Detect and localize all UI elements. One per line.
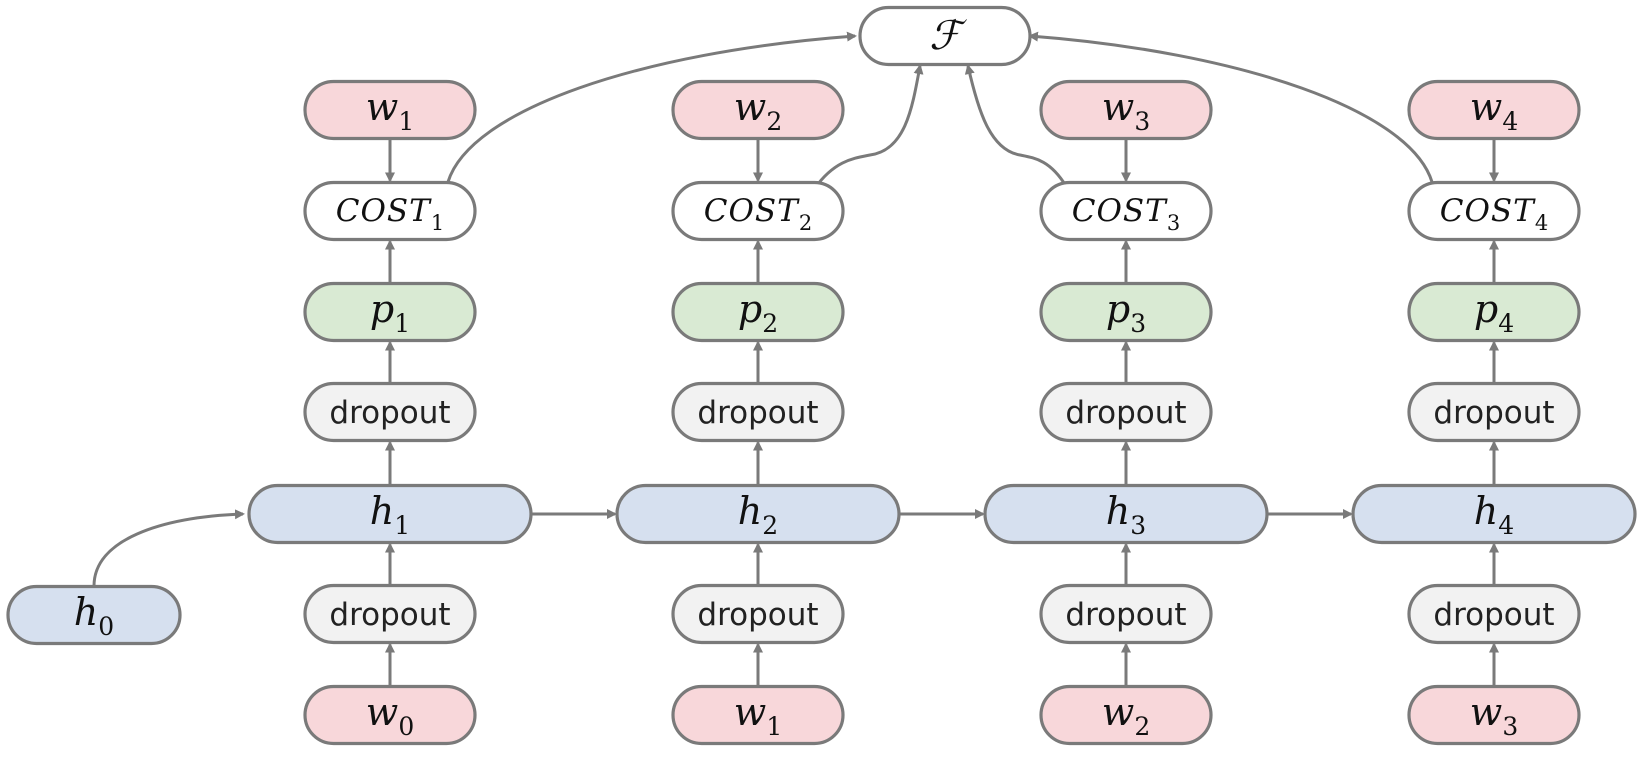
dropout-bottom-node-3-box [1039,583,1213,645]
dropout-top-node-4-box [1407,381,1581,443]
edge-cost-4-to-objective [1028,31,1434,183]
cost-node-3-label: COST3 [1072,193,1180,235]
dropout-top-node-1: dropout [303,381,477,443]
pred-node-4-box [1407,281,1581,343]
target-node-1-label: w1 [366,85,414,136]
edge-cost-2-to-objective [813,64,924,189]
input-node-1-box [303,684,477,746]
dropout-top-node-4-label: dropout [1433,395,1554,431]
input-node-3: w2 [1039,684,1213,746]
dropout-bottom-node-3-label: dropout [1065,597,1186,633]
target-node-3-label: w3 [1102,85,1150,136]
pred-node-1-label: p1 [370,287,410,338]
target-node-1: w1 [303,79,477,141]
dropout-bottom-node-2-label: dropout [697,597,818,633]
dropout-bottom-node-2: dropout [671,583,845,645]
h0-node-label: h0 [74,590,114,641]
cost-node-4-label: COST4 [1440,193,1548,235]
hidden-node-4: h4 [1351,483,1637,545]
hidden-node-2: h2 [615,483,901,545]
dropout-top-node-3-label: dropout [1065,395,1186,431]
hidden-node-3: h3 [983,483,1269,545]
dropout-top-node-4: dropout [1407,381,1581,443]
pred-node-4: p4 [1407,281,1581,343]
h0-node-box [6,584,182,646]
target-node-1-box [303,79,477,141]
pred-node-3-box [1039,281,1213,343]
dropout-top-node-2-label: dropout [697,395,818,431]
dropout-bottom-node-1-box [303,583,477,645]
cost-node-1-label: COST1 [336,193,444,235]
dropout-top-node-1-box [303,381,477,443]
dropout-bottom-node-1: dropout [303,583,477,645]
input-node-3-label: w2 [1102,690,1150,741]
input-node-1-label: w0 [366,690,414,741]
h0-node: h0 [6,584,182,646]
input-node-2-label: w1 [734,690,782,741]
dropout-bottom-node-4: dropout [1407,583,1581,645]
target-node-4-label: w4 [1470,85,1518,136]
dropout-top-node-2: dropout [671,381,845,443]
dropout-bottom-node-2-box [671,583,845,645]
pred-node-2-box [671,281,845,343]
edge-h0-to-h1 [92,509,245,587]
target-node-3: w3 [1039,79,1213,141]
target-node-2-box [671,79,845,141]
hidden-node-2-label: h2 [738,489,778,540]
target-node-3-box [1039,79,1213,141]
cost-node-2-label: COST2 [704,193,812,235]
pred-node-4-label: p4 [1474,287,1514,338]
edge-cost-3-to-objective [964,64,1068,187]
input-node-2-box [671,684,845,746]
hidden-node-1: h1 [247,483,533,545]
input-node-4-label: w3 [1470,690,1518,741]
edge-cost-1-to-objective [446,31,857,183]
cost-node-2: COST2 [671,180,845,242]
cost-node-3-box [1039,180,1213,242]
dropout-top-node-3: dropout [1039,381,1213,443]
hidden-node-4-box [1351,483,1637,545]
target-node-2: w2 [671,79,845,141]
pred-node-1-box [303,281,477,343]
cost-node-3: COST3 [1039,180,1213,242]
pred-node-2: p2 [671,281,845,343]
input-node-3-box [1039,684,1213,746]
target-node-4-box [1407,79,1581,141]
dropout-bottom-node-1-label: dropout [329,597,450,633]
input-node-2: w1 [671,684,845,746]
hidden-node-2-box [615,483,901,545]
dropout-bottom-node-4-box [1407,583,1581,645]
hidden-node-1-box [247,483,533,545]
objective-node-box [858,5,1032,67]
target-node-2-label: w2 [734,85,782,136]
pred-node-2-label: p2 [738,287,778,338]
pred-node-3: p3 [1039,281,1213,343]
pred-node-3-label: p3 [1106,287,1146,338]
input-node-4-box [1407,684,1581,746]
cost-node-4-box [1407,180,1581,242]
dropout-top-node-3-box [1039,381,1213,443]
cost-node-1-box [303,180,477,242]
dropout-bottom-node-4-label: dropout [1433,597,1554,633]
input-node-1: w0 [303,684,477,746]
hidden-node-4-label: h4 [1474,489,1514,540]
cost-node-4: COST4 [1407,180,1581,242]
input-node-4: w3 [1407,684,1581,746]
cost-node-1: COST1 [303,180,477,242]
dropout-bottom-node-3: dropout [1039,583,1213,645]
hidden-node-3-box [983,483,1269,545]
dropout-top-node-1-label: dropout [329,395,450,431]
target-node-4: w4 [1407,79,1581,141]
hidden-node-3-label: h3 [1106,489,1146,540]
dropout-top-node-2-box [671,381,845,443]
cost-node-2-box [671,180,845,242]
objective-node: ℱ [858,5,1032,67]
hidden-node-1-label: h1 [370,489,410,540]
pred-node-1: p1 [303,281,477,343]
